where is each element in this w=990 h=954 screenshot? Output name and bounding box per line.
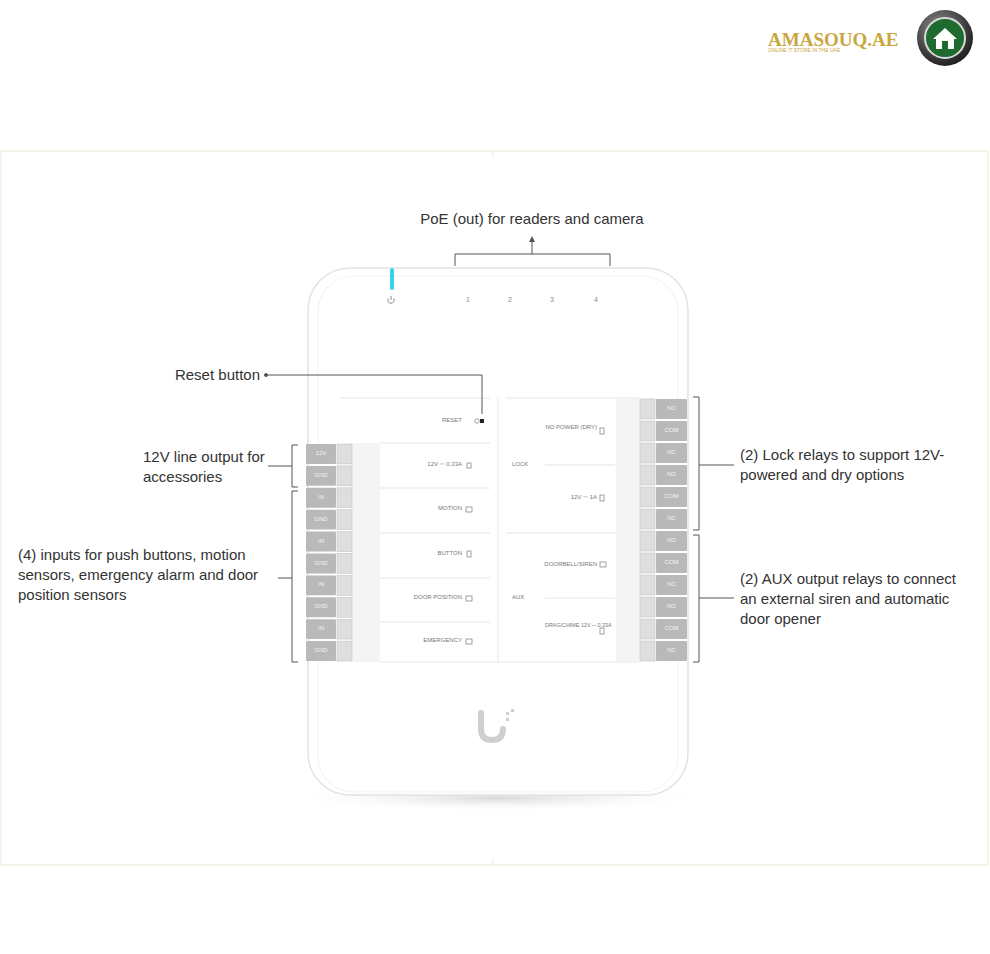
terminal-pin: COM (656, 559, 687, 566)
frame-tick (493, 858, 494, 865)
frame (1, 151, 988, 865)
terminal-pin: COM (656, 493, 687, 500)
reset-hole (480, 419, 484, 423)
terminal-pin: NO (656, 603, 687, 610)
frame-tick (493, 151, 494, 158)
port-label: BUTTON (390, 550, 462, 557)
port-label: 12V ⎓ 1A (530, 494, 597, 501)
terminal-block (640, 399, 687, 661)
port-number: 2 (500, 296, 520, 304)
callout-text: PoE (out) for readers and camera (392, 209, 672, 229)
terminal-pin: GND (306, 647, 336, 654)
port-label: DOORBELL/SIREN (520, 561, 597, 568)
port-number: 3 (542, 296, 562, 304)
terminal-block (306, 444, 352, 661)
callout-text: (4) inputs for push buttons, motion sens… (18, 545, 276, 604)
port-label: EMERGENCY (390, 637, 462, 644)
callout-text: 12V line output for accessories (143, 447, 268, 487)
port-icons (466, 419, 606, 644)
callout-text: Reset button (100, 365, 260, 385)
terminal-pin: GND (306, 516, 336, 523)
status-led (390, 268, 394, 290)
terminal-pin: NO (656, 537, 687, 544)
panel-dividers (340, 398, 640, 662)
device-bevel (318, 276, 678, 792)
port-label: 12V ⎓ 0.33A (390, 461, 462, 468)
port-label: DOOR POSITION (390, 594, 462, 601)
port-label: DRAG/CHIME 12V ⎓ 0.33A (545, 623, 597, 629)
section-label: AUX (512, 594, 542, 601)
port-label: RESET (400, 417, 462, 424)
terminal-pin: IN (306, 625, 336, 632)
port-number: 4 (586, 296, 606, 304)
terminal-recess (352, 443, 380, 662)
poe-bracket (455, 236, 610, 266)
terminal-pin: NO (656, 405, 687, 412)
terminal-pin: 12V (306, 450, 336, 457)
terminal-pin: IN (306, 538, 336, 545)
power-icon (388, 296, 394, 303)
device-housing (308, 268, 688, 795)
terminal-pin: NC (656, 581, 687, 588)
terminal-pin: GND (306, 603, 336, 610)
terminal-pin: NO (656, 471, 687, 478)
section-label: LOCK (512, 461, 542, 468)
callout-text: (2) Lock relays to support 12V-powered a… (740, 445, 965, 485)
logo-badge (917, 10, 973, 66)
terminal-pin: GND (306, 560, 336, 567)
port-label: NO POWER (DRY) (545, 424, 597, 431)
callout-leaders (265, 374, 735, 663)
terminal-pin: NC (656, 449, 687, 456)
terminal-recess (616, 398, 640, 662)
port-number: 1 (458, 296, 478, 304)
terminal-pin: GND (306, 472, 336, 479)
terminal-pin: NC (656, 647, 687, 654)
callout-text: (2) AUX output relays to connect an exte… (740, 569, 975, 628)
store-tagline: ONLINE IT STORE IN THE UAE (768, 48, 918, 54)
terminal-pin: COM (656, 625, 687, 632)
terminal-pin: IN (306, 581, 336, 588)
brand-logo (481, 709, 514, 740)
terminal-pin: IN (306, 494, 336, 501)
terminal-pin: NC (656, 515, 687, 522)
terminal-pin: COM (656, 427, 687, 434)
port-label: MOTION (390, 505, 462, 512)
